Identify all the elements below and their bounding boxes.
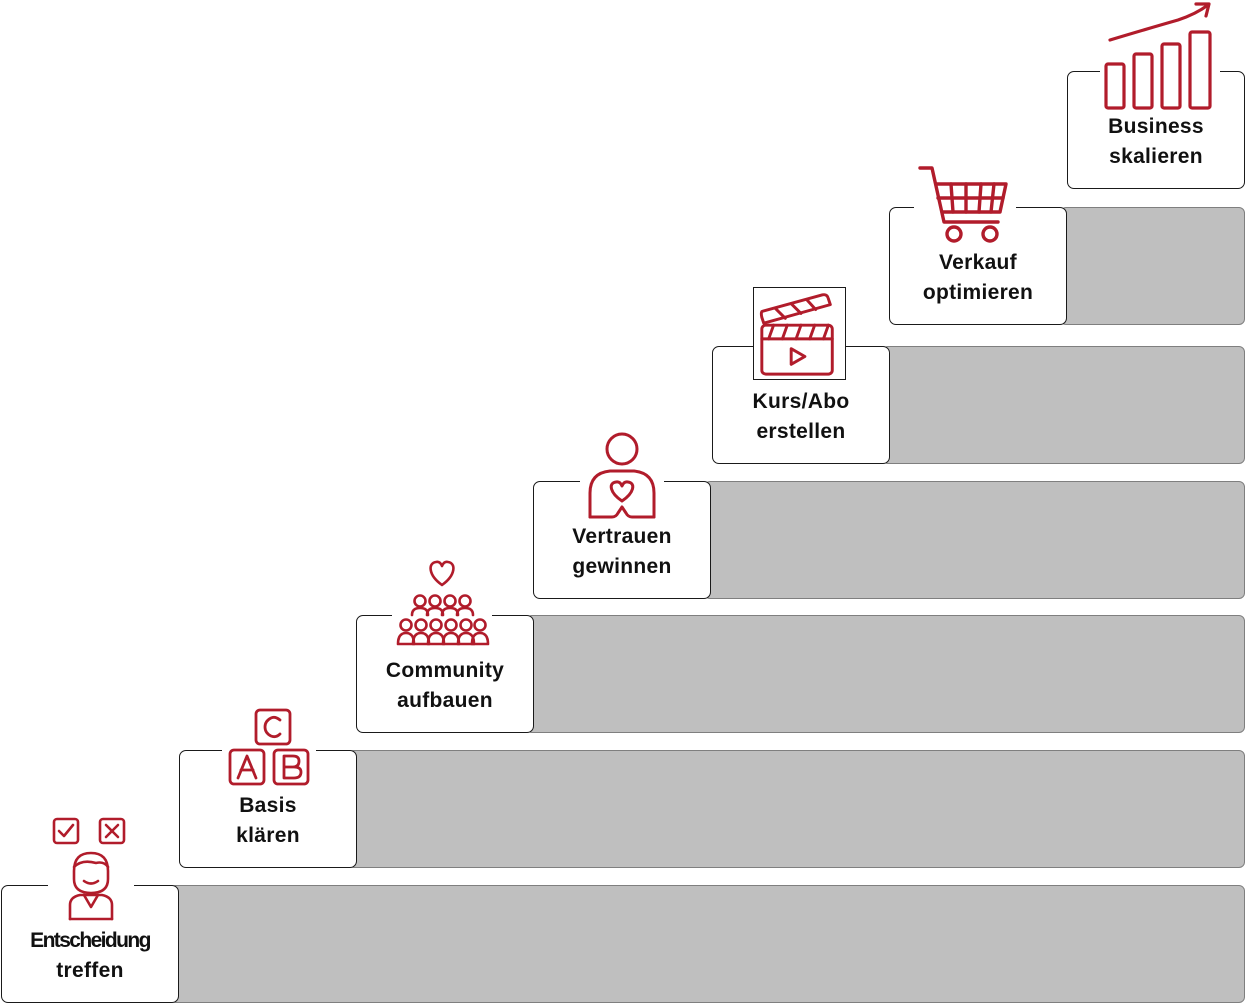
step-label-line1: Verkauf [939,251,1017,274]
step-label: Business skalieren [1068,112,1244,172]
step-label-line2: optimieren [922,281,1034,304]
stair-bar-4 [704,481,1245,599]
step-label: Entscheidung treffen [2,926,178,986]
step-label-line1: Community [385,659,505,682]
step-label: Kurs/Abo erstellen [713,387,889,447]
step-label-line2: treffen [56,959,124,982]
step-label-line1: Entscheidung [30,929,151,952]
step-label-line1: Vertrauen [572,525,672,548]
abc-blocks-icon [222,705,316,789]
step-label: Verkauf optimieren [890,248,1066,308]
step-label-line2: gewinnen [572,555,672,578]
video-clapperboard-icon [753,287,846,380]
step-label-line1: Basis [239,794,297,817]
stair-bar-3 [526,615,1245,733]
stair-bar-2 [348,750,1245,868]
step-label: Basis klären [180,791,356,851]
shopping-cart-icon [914,160,1016,248]
stair-bar-6 [1060,207,1245,325]
step-label-line2: skalieren [1109,145,1203,168]
step-label-line1: Business [1108,115,1204,138]
community-icon [392,555,492,651]
growth-chart-icon [1100,0,1220,112]
step-label: Vertrauen gewinnen [534,522,710,582]
stair-bar-5 [882,346,1245,464]
step-label-line2: aufbauen [397,689,493,712]
decision-person-icon [48,815,134,921]
step-label-line2: klären [236,824,300,847]
trust-heart-person-icon [580,425,664,525]
step-label: Community aufbauen [357,656,533,716]
step-label-line2: erstellen [756,420,846,443]
step-verkauf-optimieren: Verkauf optimieren [889,207,1067,325]
step-label-line1: Kurs/Abo [752,390,850,413]
stair-bar-1 [170,885,1245,1003]
